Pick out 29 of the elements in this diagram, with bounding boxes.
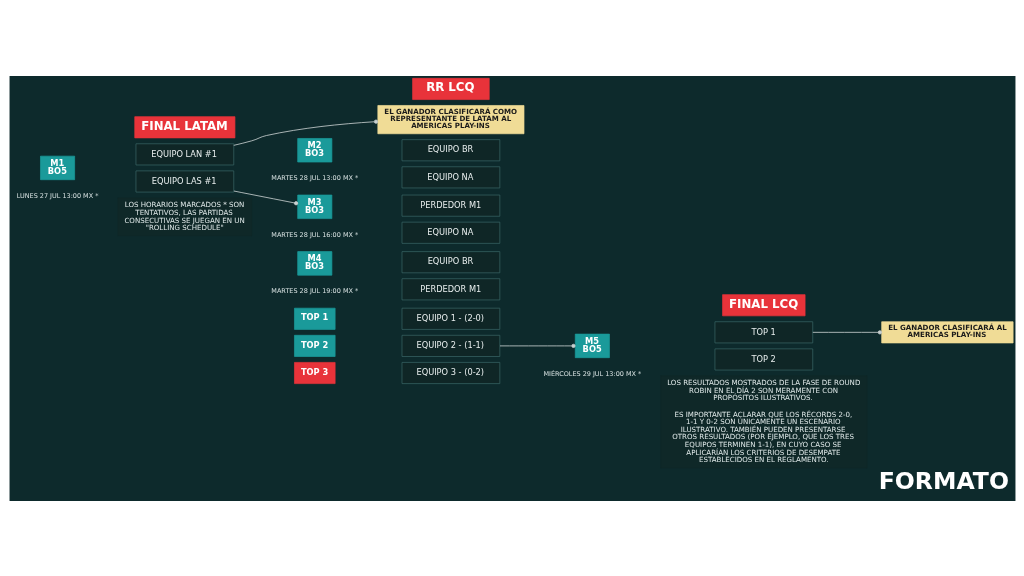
node-box: TOP 3: [293, 361, 335, 384]
node-box: FINAL LCQ: [721, 293, 805, 316]
node-box: FINAL LATAM: [133, 115, 235, 138]
node-box: EQUIPO LAS #1: [135, 170, 234, 192]
node-box: RR LCQ: [411, 77, 490, 100]
connector: [811, 329, 882, 334]
node-box: EQUIPO 1 - (2-0): [401, 307, 500, 330]
node-box: M4 BO3: [296, 250, 332, 276]
node-box: EQUIPO NA: [401, 221, 500, 244]
node-box: PERDEDOR M1: [401, 277, 500, 300]
connector: [233, 190, 298, 205]
node-box: M5 BO5: [574, 333, 610, 358]
node-box: TOP 1: [714, 320, 813, 343]
node-box: M2 BO3: [296, 137, 332, 162]
node-box: EQUIPO BR: [401, 250, 500, 273]
node-box: TOP 1: [293, 307, 335, 330]
node-box: PERDEDOR M1: [401, 194, 500, 217]
node-box: M1 BO5: [39, 155, 75, 180]
connector: [232, 119, 378, 146]
node-box: EQUIPO 3 - (0-2): [401, 361, 500, 384]
node-box: EQUIPO LAN #1: [135, 142, 234, 165]
node-box: M3 BO3: [296, 194, 332, 219]
node-box: TOP 2: [293, 334, 335, 357]
node-box: EQUIPO NA: [401, 165, 500, 188]
connector: [499, 343, 576, 348]
node-box: EQUIPO BR: [401, 138, 500, 161]
node-box: TOP 2: [714, 348, 813, 370]
diagram-title: FORMATO: [878, 466, 1009, 495]
node-box: EQUIPO 2 - (1-1): [401, 334, 500, 357]
